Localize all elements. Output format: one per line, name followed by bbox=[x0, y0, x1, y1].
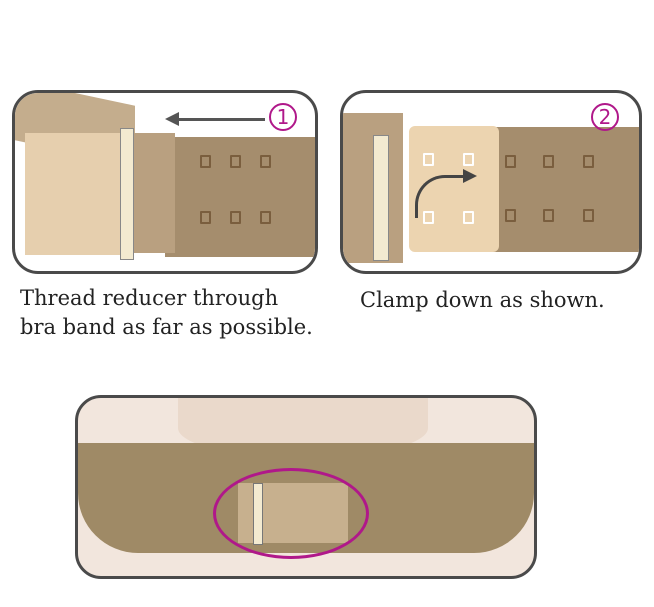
result-image bbox=[75, 395, 537, 579]
step-number-2: 2 bbox=[591, 103, 619, 131]
step-1-caption-line-1: Thread reducer through bbox=[20, 286, 279, 310]
reducer-clip bbox=[120, 128, 134, 260]
highlight-circle bbox=[213, 468, 369, 559]
step-1-caption-line-2: bra band as far as possible. bbox=[20, 315, 313, 339]
bra-band bbox=[493, 127, 639, 252]
step-1-caption: Thread reducer through bra band as far a… bbox=[20, 284, 313, 342]
step-number-1: 1 bbox=[269, 103, 297, 131]
reducer bbox=[25, 133, 123, 255]
step-2-caption: Clamp down as shown. bbox=[360, 288, 605, 312]
arrow-left-icon bbox=[175, 118, 265, 121]
step-2-image: 2 bbox=[340, 90, 642, 274]
reducer-clip bbox=[373, 135, 389, 261]
step-1-image: 1 bbox=[12, 90, 318, 274]
curved-arrow-icon bbox=[415, 175, 468, 218]
